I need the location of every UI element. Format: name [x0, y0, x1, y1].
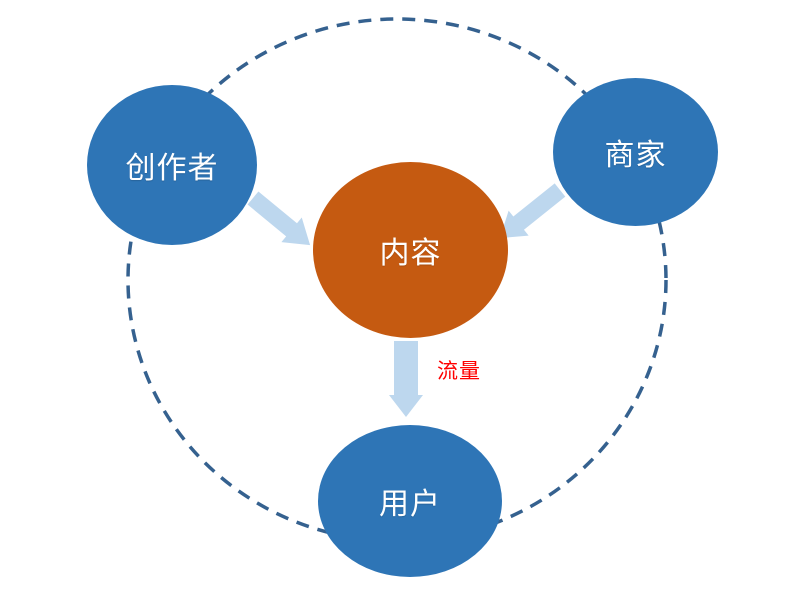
node-creator-circle: [87, 85, 257, 245]
arrow-merchant-to-content-icon: [499, 183, 566, 239]
node-content-circle: [313, 162, 508, 338]
arrow-content-to-user-icon: [389, 341, 423, 417]
arrow-creator-to-content-icon: [247, 191, 311, 246]
ecosystem-boundary-dashed-ellipse: [126, 17, 668, 543]
node-user-circle: [318, 425, 502, 577]
node-merchant-circle: [553, 78, 718, 226]
